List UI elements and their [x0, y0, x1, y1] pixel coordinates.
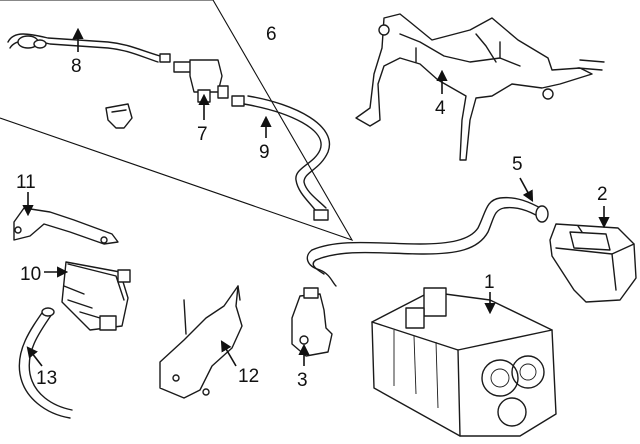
part-1-canister	[371, 287, 557, 437]
callout-9: 9	[259, 142, 270, 163]
callout-10: 10	[20, 264, 41, 285]
callout-2: 2	[597, 184, 608, 205]
part-10-solenoid	[61, 261, 131, 331]
callout-4: 4	[435, 98, 446, 119]
group-box-outline	[0, 0, 354, 242]
callout-5: 5	[512, 154, 523, 175]
callout-3: 3	[297, 370, 308, 391]
callout-6: 6	[266, 24, 277, 45]
callout-12: 12	[238, 366, 259, 387]
leaders	[22, 27, 610, 367]
callout-1: 1	[484, 272, 495, 293]
callout-7: 7	[197, 124, 208, 145]
part-9-hose	[243, 95, 331, 221]
part-4-bracket	[355, 13, 605, 161]
part-7-filter	[173, 59, 245, 107]
part-5-hose	[306, 196, 549, 287]
part-12-bracket	[159, 285, 243, 399]
part-8-tube	[7, 33, 171, 63]
callout-13: 13	[36, 368, 57, 389]
clip	[105, 103, 133, 129]
part-3-valve	[291, 287, 333, 357]
callout-11: 11	[16, 172, 36, 193]
part-11-bracket	[13, 207, 119, 245]
callout-8: 8	[71, 56, 82, 77]
part-13-hose	[18, 307, 73, 419]
part-2-reservoir	[549, 223, 637, 303]
